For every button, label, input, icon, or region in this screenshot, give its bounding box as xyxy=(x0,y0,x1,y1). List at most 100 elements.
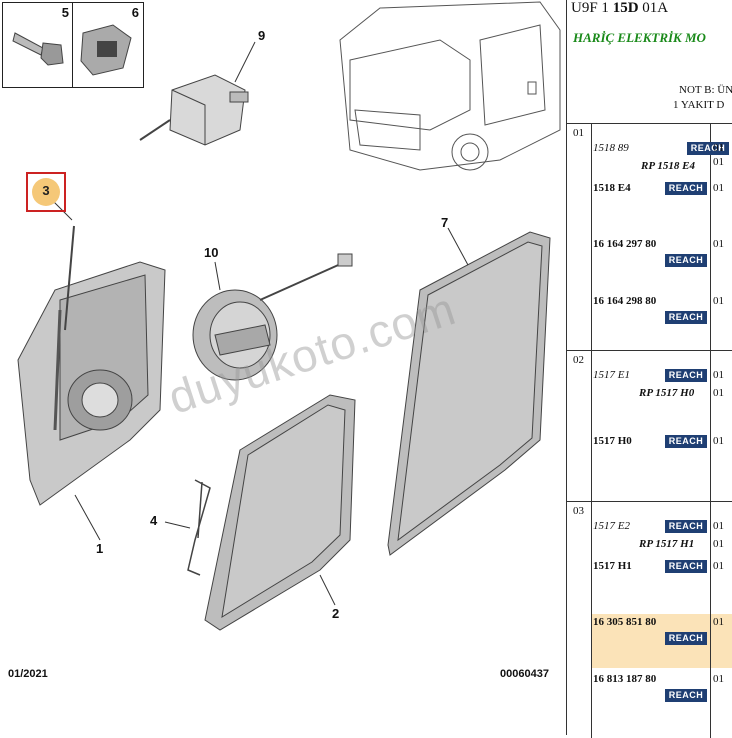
column-divider xyxy=(710,124,711,350)
van-illustration xyxy=(339,1,561,171)
reach-badge: REACH xyxy=(665,689,707,702)
group-code: U9F 1 15D 01A xyxy=(571,0,668,17)
part-number: RP 1517 H0 xyxy=(639,387,695,399)
callout-3: 3 xyxy=(42,183,50,198)
quantity: 01 xyxy=(713,560,724,572)
part-number: 16 813 187 80 xyxy=(593,673,657,685)
list-item[interactable]: RP 1517 H1 01 xyxy=(593,538,732,554)
list-item[interactable]: RP 1518 E4 01 xyxy=(593,156,732,176)
list-item[interactable]: 1517 H0 REACH 01 xyxy=(593,435,732,451)
exploded-parts-diagram: 1 2 4 7 9 10 5 6 3 duyukoto.com 01/2021 … xyxy=(2,1,561,680)
part-number: 1517 H0 xyxy=(593,435,632,447)
part-number: 16 164 298 80 xyxy=(593,295,657,307)
diagram-reference: 00060437 xyxy=(500,668,549,680)
inset-box-5: 5 xyxy=(2,2,74,88)
part-number: 16 305 851 80 xyxy=(593,616,657,628)
grommet-icon xyxy=(80,24,132,76)
part-number: RP 1518 E4 xyxy=(641,160,695,172)
list-item[interactable]: 16 813 187 80 REACH 01 xyxy=(593,673,732,705)
fuel-cap-part-10 xyxy=(192,253,353,381)
callout-1: 1 xyxy=(96,541,103,556)
parts-list-panel: U9F 1 15D 01A HARİÇ ELEKTRİK MO NOT B: Ü… xyxy=(566,0,732,738)
quantity: 01 xyxy=(713,369,724,381)
reach-badge: REACH xyxy=(665,182,707,195)
quantity: 01 xyxy=(713,435,724,447)
reach-badge: REACH xyxy=(665,632,707,645)
reach-badge: REACH xyxy=(665,311,707,324)
group-number: 01 xyxy=(573,127,584,139)
callout-4: 4 xyxy=(150,513,158,528)
group-code-suffix: 01A xyxy=(638,0,669,16)
bolt-icon xyxy=(12,32,64,66)
part-number: 1518 89 xyxy=(593,142,629,154)
column-divider xyxy=(591,124,592,350)
diagram-date: 01/2021 xyxy=(8,668,48,680)
quantity: 01 xyxy=(713,673,724,685)
list-item[interactable]: 1518 89 REACH 01 xyxy=(593,142,732,158)
quantity: 01 xyxy=(713,520,724,532)
cover-panel-part-7 xyxy=(387,231,551,556)
group-number: 02 xyxy=(573,354,584,366)
note-line-1: NOT B: ÜN xyxy=(679,84,732,96)
leader-10 xyxy=(214,261,221,291)
parts-group-01: 01 1518 89 REACH 01 RP 1518 E4 01 1518 E… xyxy=(567,123,732,350)
inset-number-6: 6 xyxy=(131,5,139,20)
part-number: 1517 E2 xyxy=(593,520,630,532)
part-number: 1517 E1 xyxy=(593,369,630,381)
group-number: 03 xyxy=(573,505,584,517)
part-number: RP 1517 H1 xyxy=(639,538,695,550)
column-divider xyxy=(710,351,711,501)
panel-subtitle: HARİÇ ELEKTRİK MO xyxy=(573,30,706,45)
quantity: 01 xyxy=(713,142,724,154)
list-item[interactable]: 16 164 298 80 REACH 01 xyxy=(593,295,732,327)
reach-badge: REACH xyxy=(665,254,707,267)
list-item-selected[interactable]: 16 305 851 80 REACH 01 xyxy=(593,616,732,648)
screw-part-3 xyxy=(64,225,75,331)
list-item[interactable]: RP 1517 H0 01 xyxy=(593,387,732,403)
list-item[interactable]: 1517 H1 REACH 01 xyxy=(593,560,732,576)
group-code-prefix: U9F 1 xyxy=(571,0,613,16)
actuator-part-9 xyxy=(139,74,249,146)
list-item[interactable]: 1518 E4 REACH 01 xyxy=(593,182,732,198)
quantity: 01 xyxy=(713,182,724,194)
quantity: 01 xyxy=(713,538,724,550)
part-number: 16 164 297 80 xyxy=(593,238,657,250)
reach-badge: REACH xyxy=(665,560,707,573)
leader-4 xyxy=(164,521,191,529)
leader-1 xyxy=(74,494,101,541)
parts-group-03: 03 1517 E2 REACH 01 RP 1517 H1 01 1517 H… xyxy=(567,501,732,738)
quantity: 01 xyxy=(713,156,724,168)
quantity: 01 xyxy=(713,295,724,307)
part-number: 1517 H1 xyxy=(593,560,632,572)
callout-7: 7 xyxy=(441,215,448,230)
leader-9 xyxy=(234,41,256,83)
list-item[interactable]: 16 164 297 80 REACH 01 xyxy=(593,238,732,270)
fuel-door-housing-part-1 xyxy=(17,261,166,506)
reach-badge: REACH xyxy=(665,520,707,533)
group-code-bold: 15D xyxy=(612,0,639,16)
reach-badge: REACH xyxy=(665,369,707,382)
parts-list-header: U9F 1 15D 01A HARİÇ ELEKTRİK MO NOT B: Ü… xyxy=(567,0,732,122)
quantity: 01 xyxy=(713,616,724,628)
parts-group-02: 02 1517 E1 REACH 01 RP 1517 H0 01 1517 H… xyxy=(567,350,732,501)
fuel-door-part-2 xyxy=(204,394,356,631)
callout-3-marker xyxy=(32,178,60,206)
reach-badge: REACH xyxy=(665,435,707,448)
list-item[interactable]: 1517 E2 REACH 01 xyxy=(593,520,732,536)
column-divider xyxy=(591,351,592,501)
column-divider xyxy=(710,502,711,738)
list-item[interactable]: 1517 E1 REACH 01 xyxy=(593,369,732,385)
inset-number-5: 5 xyxy=(61,5,69,20)
selected-row-highlight xyxy=(592,614,732,668)
callout-9: 9 xyxy=(258,28,265,43)
diagram-drawing: 1 2 4 7 9 10 xyxy=(17,1,561,631)
inset-box-6: 6 xyxy=(72,2,144,88)
quantity: 01 xyxy=(713,238,724,250)
quantity: 01 xyxy=(713,387,724,399)
reach-badge: REACH xyxy=(687,142,729,155)
callout-3-highlight[interactable]: 3 xyxy=(26,172,66,212)
part-number: 1518 E4 xyxy=(593,182,631,194)
leader-7 xyxy=(447,227,469,266)
spring-clip-part-4 xyxy=(187,479,211,576)
note-line-2: 1 YAKIT D xyxy=(673,99,725,111)
